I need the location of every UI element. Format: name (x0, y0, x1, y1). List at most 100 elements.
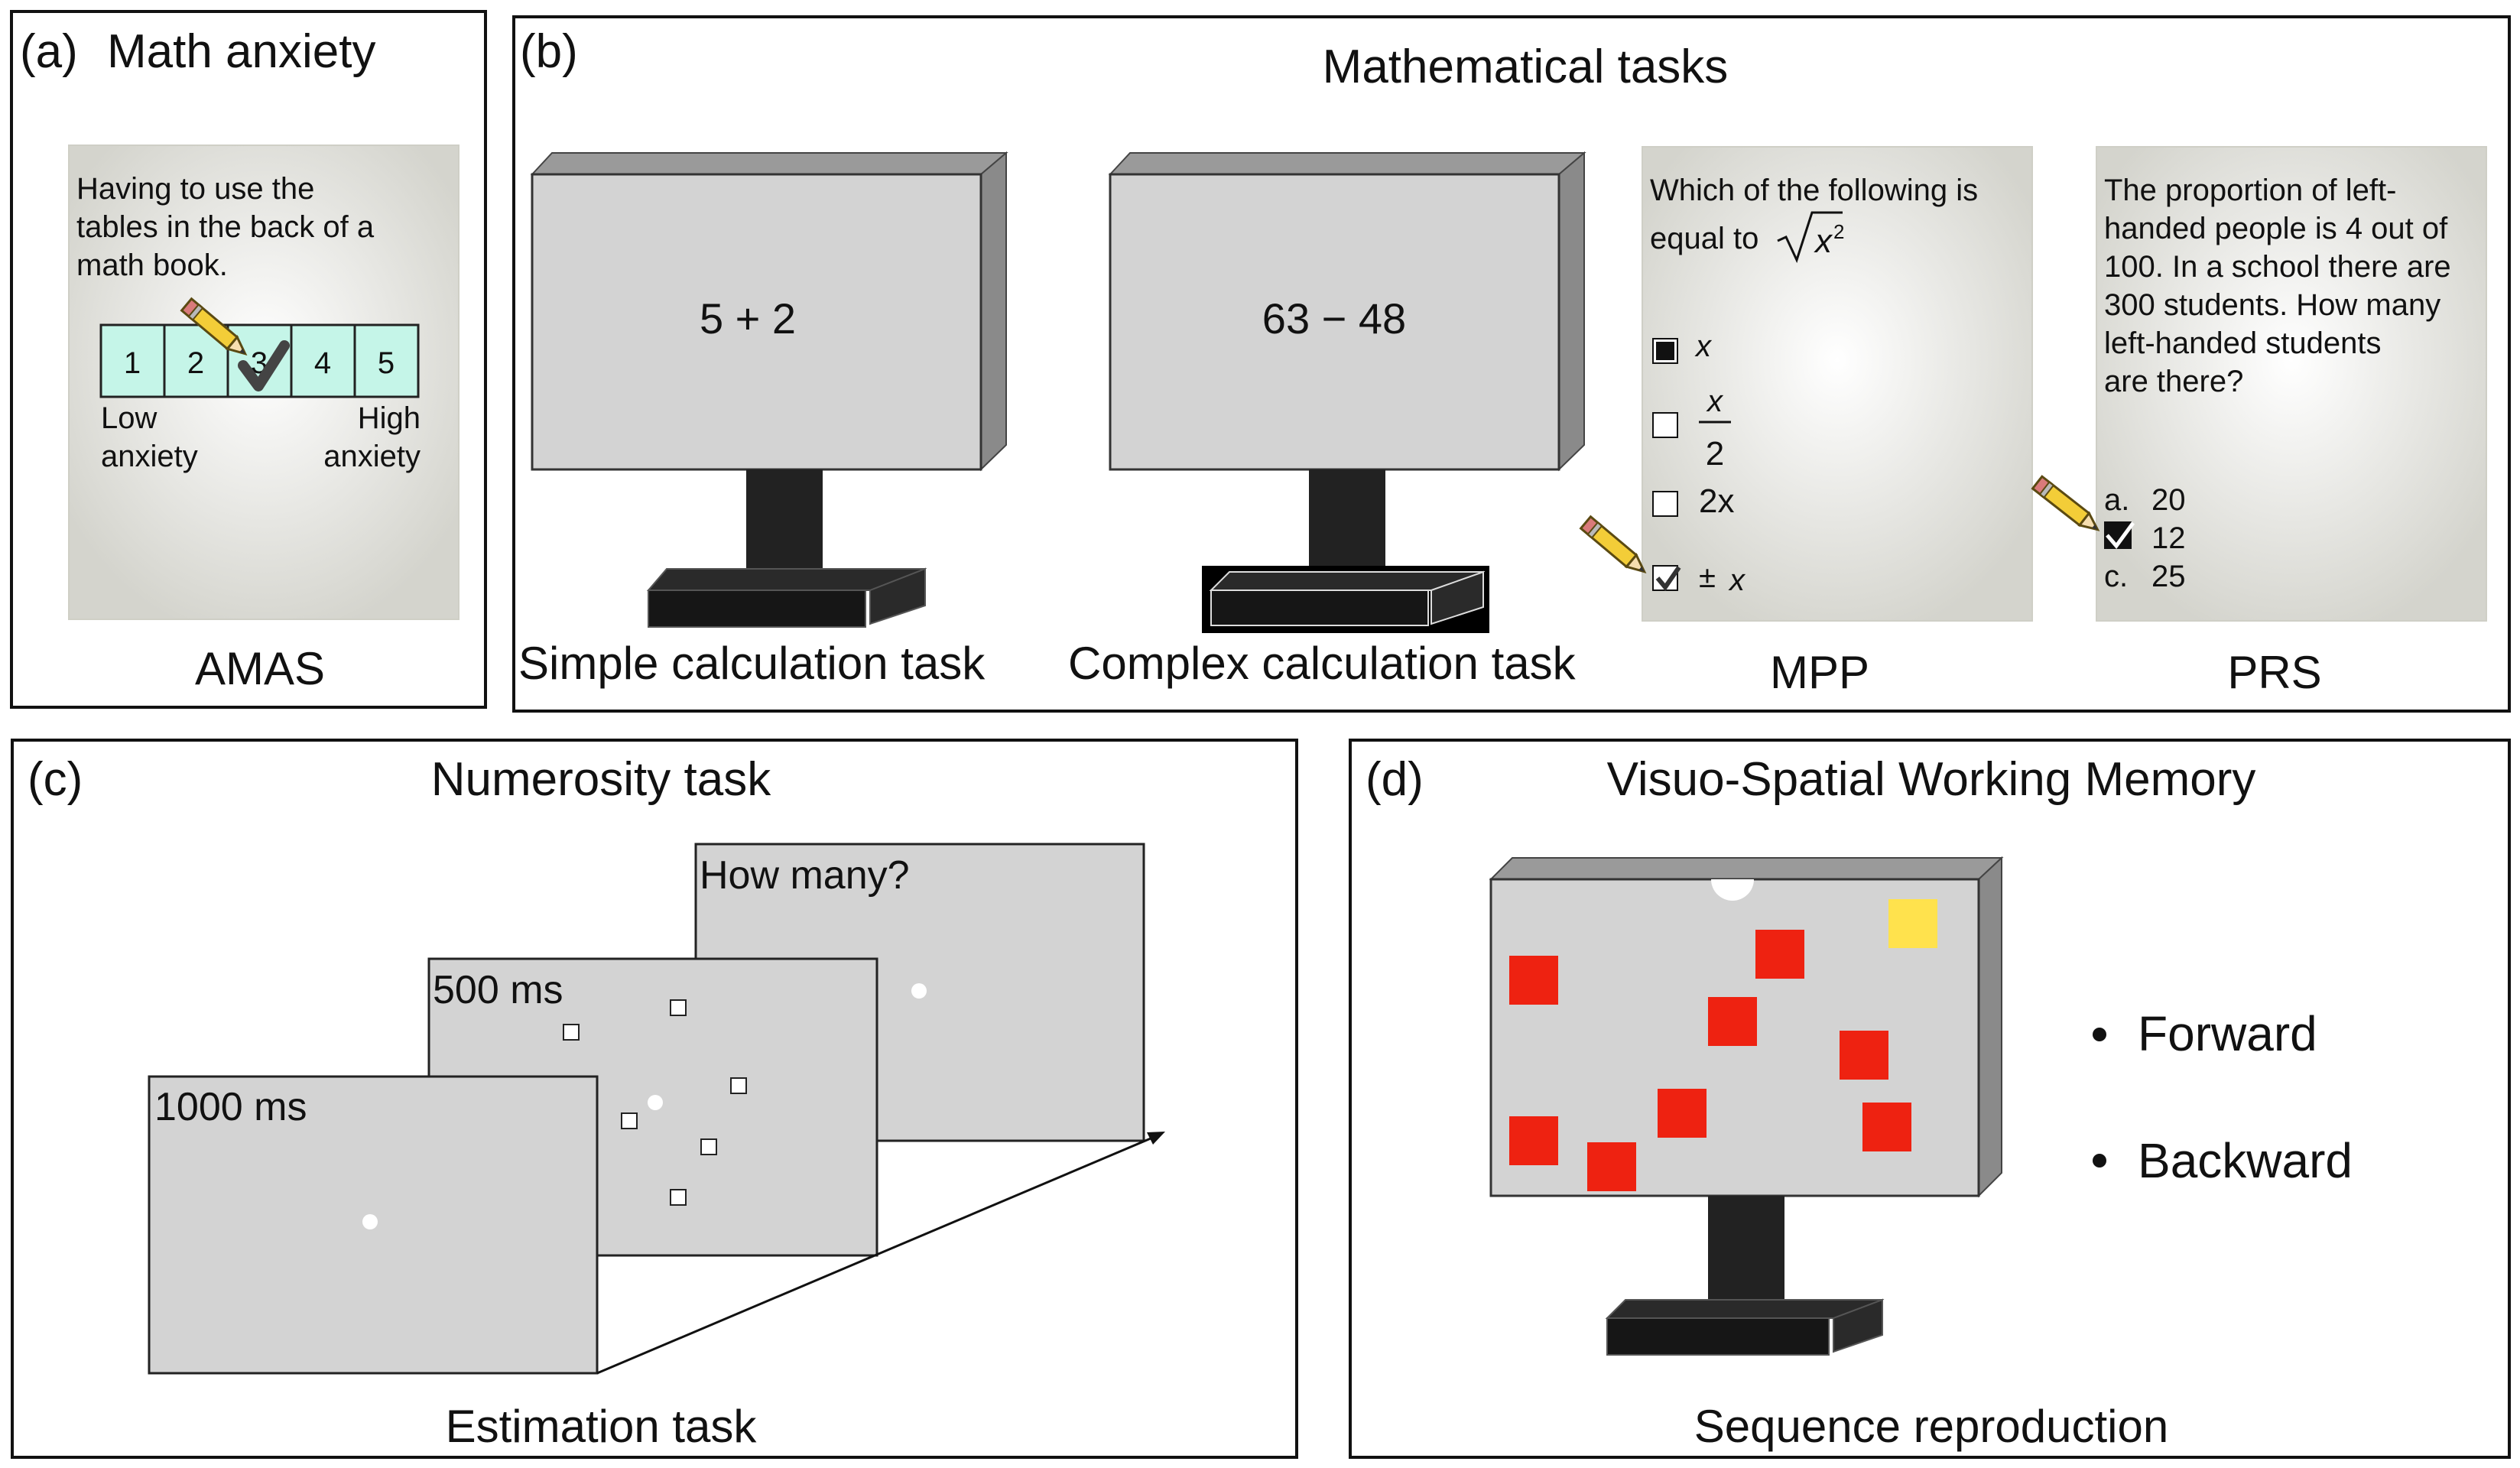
mpp-option-1: x (1694, 330, 1713, 363)
simple-calc-caption: Simple calculation task (518, 638, 986, 689)
pencil-icon (1580, 515, 1651, 579)
arrowhead-icon (1147, 1132, 1165, 1145)
prs-question-line: 300 students. How many (2104, 288, 2440, 322)
checkmark-icon (1655, 566, 1681, 591)
simple-calc-monitor (530, 151, 1008, 628)
rating-number: 2 (187, 346, 204, 380)
panel-a-title: Math anxiety (107, 25, 376, 78)
prs-option-a-letter: a. (2104, 483, 2129, 517)
rating-number: 1 (124, 346, 141, 380)
corsi-block-highlighted[interactable] (1888, 899, 1937, 948)
simple-calc-expression: 5 + 2 (700, 294, 796, 343)
sqrt-exponent: 2 (1833, 220, 1844, 243)
mpp-option-checkbox-3[interactable] (1652, 491, 1678, 517)
panel-d: (d) Visuo-Spatial Working Memory Forward… (1349, 739, 2511, 1459)
fixation-dot (648, 1095, 663, 1110)
prs-question-line: left-handed students (2104, 326, 2381, 360)
amas-item-line: tables in the back of a (76, 210, 375, 244)
prs-question-line: are there? (2104, 365, 2243, 398)
sqrt-variable: x (1814, 222, 1833, 260)
fixation-dot (362, 1214, 378, 1229)
estimation-caption: Estimation task (446, 1401, 758, 1452)
low-anxiety-label: Low (101, 401, 157, 435)
prs-option-c-value[interactable]: 25 (2151, 560, 2186, 593)
fixation-duration: 1000 ms (154, 1085, 307, 1129)
panel-b-label: (b) (520, 25, 578, 78)
mpp-item-card (1642, 146, 2033, 622)
prs-option-b-value[interactable]: 12 (2151, 521, 2186, 555)
rating-cell-4[interactable] (290, 323, 356, 398)
prs-item-card (2096, 146, 2487, 622)
prs-question-line: 100. In a school there are (2104, 250, 2451, 284)
dot-array-duration: 500 ms (433, 968, 563, 1012)
panel-b-title: Mathematical tasks (1323, 41, 1729, 93)
array-square (563, 1024, 580, 1041)
panel-c-frame (11, 739, 1298, 1459)
rating-cell-1[interactable] (99, 323, 166, 398)
fixation-dot (911, 983, 927, 999)
panel-d-title: Visuo-Spatial Working Memory (1607, 753, 2256, 806)
mpp-option-2-denominator: 2 (1706, 435, 1724, 473)
panel-b: (b) Mathematical tasks 5 + 2 Simple calc… (512, 15, 2511, 713)
prs-question-line: The proportion of left- (2104, 174, 2396, 207)
panel-a: (a) Math anxiety Having to use the table… (10, 10, 487, 709)
checkmark-icon (2106, 521, 2135, 550)
array-square (670, 1189, 687, 1206)
array-square (670, 999, 687, 1016)
corsi-block[interactable] (1862, 1103, 1911, 1151)
corsi-block[interactable] (1509, 956, 1558, 1005)
pencil-icon (2031, 475, 2104, 538)
forward-label: Forward (2138, 1006, 2317, 1061)
panel-d-frame (1349, 739, 2511, 1459)
checkbox-fill-icon (1656, 342, 1674, 360)
prs-option-a-value[interactable]: 20 (2151, 483, 2186, 517)
array-square (700, 1138, 717, 1155)
low-anxiety-label: anxiety (101, 440, 198, 473)
bullet-icon (2093, 1028, 2106, 1041)
corsi-block[interactable] (1708, 997, 1757, 1046)
panel-c-title: Numerosity task (431, 753, 771, 806)
corsi-block[interactable] (1587, 1142, 1636, 1191)
mpp-question-line: Which of the following is (1650, 174, 1978, 207)
panel-c-label: (c) (28, 753, 83, 806)
array-square (621, 1112, 638, 1129)
complex-calc-monitor (1108, 151, 1586, 633)
rating-number: 5 (378, 346, 395, 380)
how-many-label: How many? (700, 853, 910, 898)
complex-calc-expression: 63 − 48 (1262, 294, 1406, 343)
checkmark-icon (238, 340, 290, 391)
panel-b-frame (512, 15, 2511, 713)
amas-item-line: Having to use the (76, 172, 314, 206)
anxiety-rating-scale: 1 2 3 4 5 (99, 323, 420, 398)
mpp-option-2-numerator: x (1706, 385, 1724, 418)
array-square (730, 1077, 747, 1094)
high-anxiety-label: High (358, 401, 421, 435)
mpp-option-checkbox-2[interactable] (1652, 412, 1678, 438)
rating-number: 4 (314, 346, 331, 380)
prs-question-line: handed people is 4 out of (2104, 212, 2448, 245)
panel-a-label: (a) (20, 25, 78, 78)
rating-cell-5[interactable] (353, 323, 420, 398)
time-arrow (596, 1135, 1157, 1375)
corsi-block[interactable] (1755, 930, 1804, 979)
corsi-block[interactable] (1658, 1089, 1707, 1138)
high-anxiety-label: anxiety (323, 440, 421, 473)
bullet-icon (2093, 1154, 2106, 1168)
complex-calc-caption: Complex calculation task (1068, 638, 1577, 689)
mpp-option-3: 2x (1699, 482, 1734, 520)
panel-c: (c) Numerosity task How many? 500 ms 100… (11, 739, 1298, 1459)
corsi-block[interactable] (1840, 1031, 1888, 1080)
amas-caption: AMAS (195, 643, 325, 694)
mpp-caption: MPP (1770, 647, 1869, 698)
panel-d-label: (d) (1366, 753, 1424, 806)
mpp-option-4-variable: x (1728, 563, 1746, 597)
panel-a-frame (10, 10, 487, 709)
amas-item-line: math book. (76, 248, 228, 282)
corsi-block[interactable] (1509, 1116, 1558, 1165)
mpp-question-line: equal to (1650, 222, 1758, 255)
prs-option-c-letter: c. (2104, 560, 2128, 593)
backward-label: Backward (2138, 1133, 2353, 1188)
mpp-option-4-sign: ± (1699, 560, 1716, 594)
prs-caption: PRS (2227, 647, 2321, 698)
square-root-icon (1777, 211, 1843, 264)
